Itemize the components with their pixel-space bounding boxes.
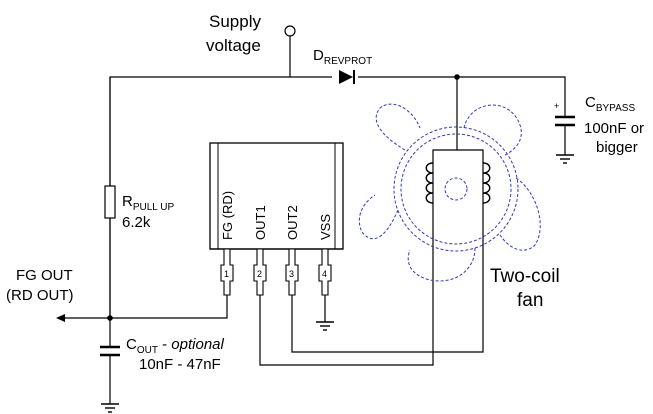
fg-out-label-line1: FG OUT [16,267,73,284]
cbypass-value-line1: 100nF or [584,120,644,137]
cbypass-label: CBYPASS [585,94,635,114]
diode-body [339,70,353,84]
supply-label-line1: Supply [209,12,261,31]
out1-wire [259,215,434,366]
ic-pins [220,248,332,296]
ic-pin-number-3: 3 [289,269,294,279]
ic-package [209,142,344,250]
coil-bracket [432,149,484,215]
fan-label-line1: Two-coil [490,266,560,287]
ic-pin-1 [220,248,234,296]
fg-out-label-line2: (RD OUT) [6,287,74,304]
cout-capacitor [100,345,120,357]
ic-pin-3 [285,248,299,296]
rpullup-label: RPULL UP [122,193,174,213]
fan-hub-outer [393,126,519,252]
supply-label-line2: voltage [206,36,261,55]
fan-outline [358,103,541,282]
ic-pin-name-3: OUT2 [285,205,300,240]
rpullup-resistor [104,185,116,219]
rpullup-value: 6.2k [122,214,151,231]
fan-label-line2: fan [517,290,543,311]
ic-pin-4 [318,248,332,296]
diode-revprot [332,70,358,84]
cout-label: COUT - optional [126,336,225,356]
coils [425,162,491,204]
ic-pin-name-4: VSS [318,214,333,240]
fan-blade-right [499,177,541,251]
junction-coil-tap [454,74,460,80]
fan-hub-inner [400,133,512,245]
fg-out-arrow [56,314,65,322]
coil-left [425,162,434,204]
ic-pin-number-4: 4 [322,269,327,279]
fan-shaft [444,177,468,201]
ic-pin-name-2: OUT1 [253,205,268,240]
ic-pin-number-1: 1 [224,269,229,279]
coil-right [482,162,491,204]
fg-output-wire [62,295,228,319]
ic-pin-2 [253,248,267,296]
diode-label: DREVPROT [313,47,372,67]
fan-blade-top-left [375,103,421,151]
cout-value: 10nF - 47nF [139,356,221,373]
cbypass-polarity: + [554,101,559,111]
ic-pin-name-1: FG (RD) [220,191,235,240]
ic-body [209,142,344,250]
out2-wire [291,215,484,353]
fan-blade-bottom [407,247,476,282]
cout-ground-icon [101,403,119,413]
fan-blade-top-right [463,104,522,156]
cbypass-capacitor [555,115,575,127]
fan-blade-left [358,194,399,240]
cbypass-ground-icon [556,154,574,164]
ic-pin-number-2: 2 [257,269,262,279]
vss-ground-icon [316,321,334,331]
cbypass-value-line2: bigger [596,139,638,156]
supply-terminal [284,25,296,37]
